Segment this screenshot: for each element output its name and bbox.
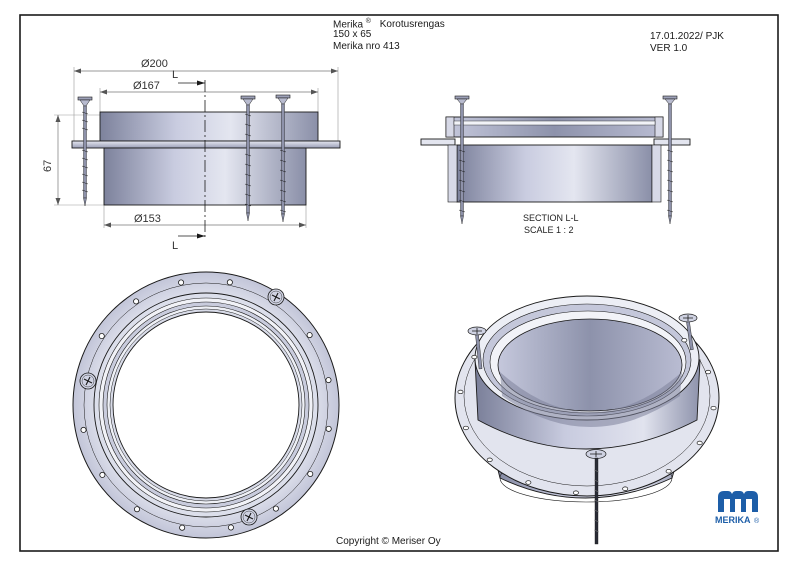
flange-hole: [306, 332, 313, 339]
merika-logo-text: MERIKA: [715, 515, 751, 525]
section-screw-left: [454, 95, 470, 225]
iso-flange-holes: [457, 338, 717, 495]
flange-hole: [98, 333, 105, 340]
section-screw-right: [662, 95, 678, 225]
upper-sleeve: [99, 111, 319, 142]
flange-hole: [179, 524, 186, 531]
section-sleeve-inner: [445, 116, 664, 138]
registered-mark: ®: [365, 18, 371, 25]
merika-logo-registered: ®: [754, 517, 760, 525]
iso-flange-hole: [471, 354, 478, 360]
product-number: Merika nro 413: [333, 41, 400, 52]
merika-logo-mark: [718, 491, 758, 512]
dim-inner-diameter-top: Ø167: [133, 80, 160, 92]
flange-hole: [226, 279, 233, 286]
title-block-line1: Merika ® Korotusrengas: [333, 16, 445, 30]
dim-height: 67: [42, 160, 54, 172]
flange-screws: [79, 288, 285, 526]
iso-flange-hole: [462, 425, 469, 431]
drawing-border: [19, 14, 779, 552]
screw-head-icon: [267, 288, 285, 306]
iso-flange-hole: [572, 490, 579, 495]
iso-flange-hole: [705, 369, 712, 375]
section-view: [420, 95, 691, 225]
section-marker-top: L: [172, 69, 178, 81]
iso-screw-left: [467, 326, 487, 370]
iso-flange-hole: [696, 440, 703, 446]
flange-hole: [307, 470, 314, 477]
section-scale: SCALE 1 : 2: [524, 225, 574, 235]
product-name: Korotusrengas: [379, 19, 445, 31]
version: VER 1.0: [650, 43, 688, 54]
brand-name: Merika: [333, 19, 364, 31]
flange-hole: [133, 298, 140, 305]
iso-flange-hole: [665, 469, 672, 474]
iso-flange-hole: [525, 480, 532, 485]
section-body: [456, 144, 653, 203]
flange-hole: [134, 506, 141, 513]
screw-head-icon: [79, 372, 97, 390]
iso-flange-hole: [486, 457, 493, 462]
flange-hole: [99, 471, 106, 478]
iso-flange-hole: [622, 486, 629, 491]
dim-outer-diameter: Ø200: [141, 58, 168, 70]
iso-inner-cavity: [497, 318, 683, 412]
flange-hole: [178, 279, 185, 286]
product-size: 150 x 65: [333, 29, 372, 40]
isometric-view: [454, 295, 720, 545]
top-view: [72, 271, 340, 539]
screw-left: [77, 96, 93, 207]
flange-hole: [325, 377, 332, 384]
iso-flange-hole: [681, 338, 688, 343]
top-opening: [112, 311, 300, 499]
flange-holes: [80, 279, 332, 531]
screw-right: [275, 94, 291, 223]
section-flange-right: [653, 138, 691, 146]
date-author: 17.01.2022/ PJK: [650, 31, 724, 42]
copyright: Copyright © Meriser Oy: [336, 536, 441, 547]
screw-middle: [240, 95, 256, 222]
front-view: [54, 67, 341, 240]
section-flange-left: [420, 138, 456, 146]
iso-flange-hole: [710, 405, 717, 411]
dim-inner-diameter-bottom: Ø153: [134, 213, 161, 225]
merika-logo: MERIKA ®: [715, 491, 760, 525]
section-marker-bottom: L: [172, 240, 178, 252]
iso-screw-right: [678, 313, 698, 351]
flange-hole: [325, 425, 332, 432]
flange-hole: [227, 524, 234, 531]
section-title: SECTION L-L: [523, 213, 579, 223]
iso-screw-front: [585, 449, 607, 545]
iso-flange-hole: [457, 389, 464, 395]
flange-hole: [80, 426, 87, 433]
flange-hole: [272, 505, 279, 512]
screw-head-icon: [240, 508, 258, 526]
flange: [71, 140, 341, 149]
